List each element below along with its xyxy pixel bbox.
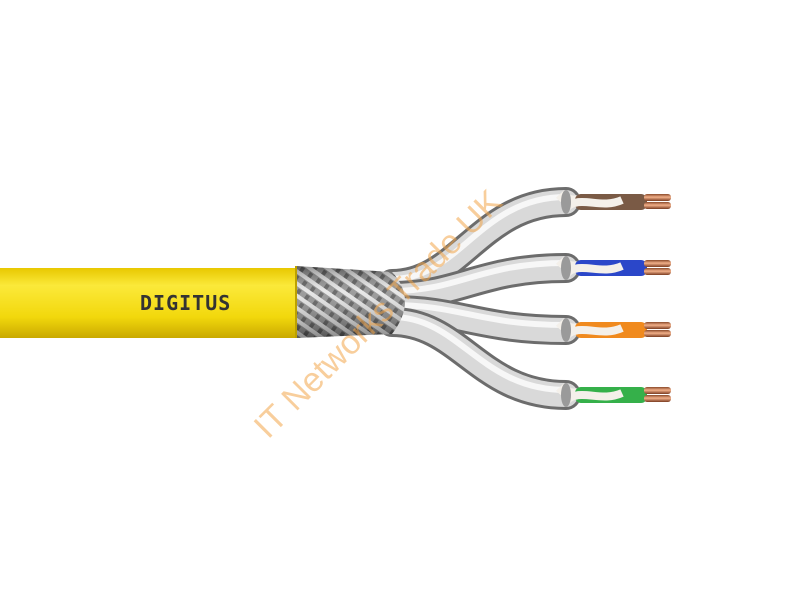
- cable-jacket: [0, 268, 300, 338]
- green-pair: [377, 307, 671, 410]
- twisted-pairs: [377, 187, 671, 410]
- brand-label: DIGITUS: [140, 291, 231, 315]
- blue-pair: [377, 253, 671, 311]
- braided-shield: [295, 266, 405, 338]
